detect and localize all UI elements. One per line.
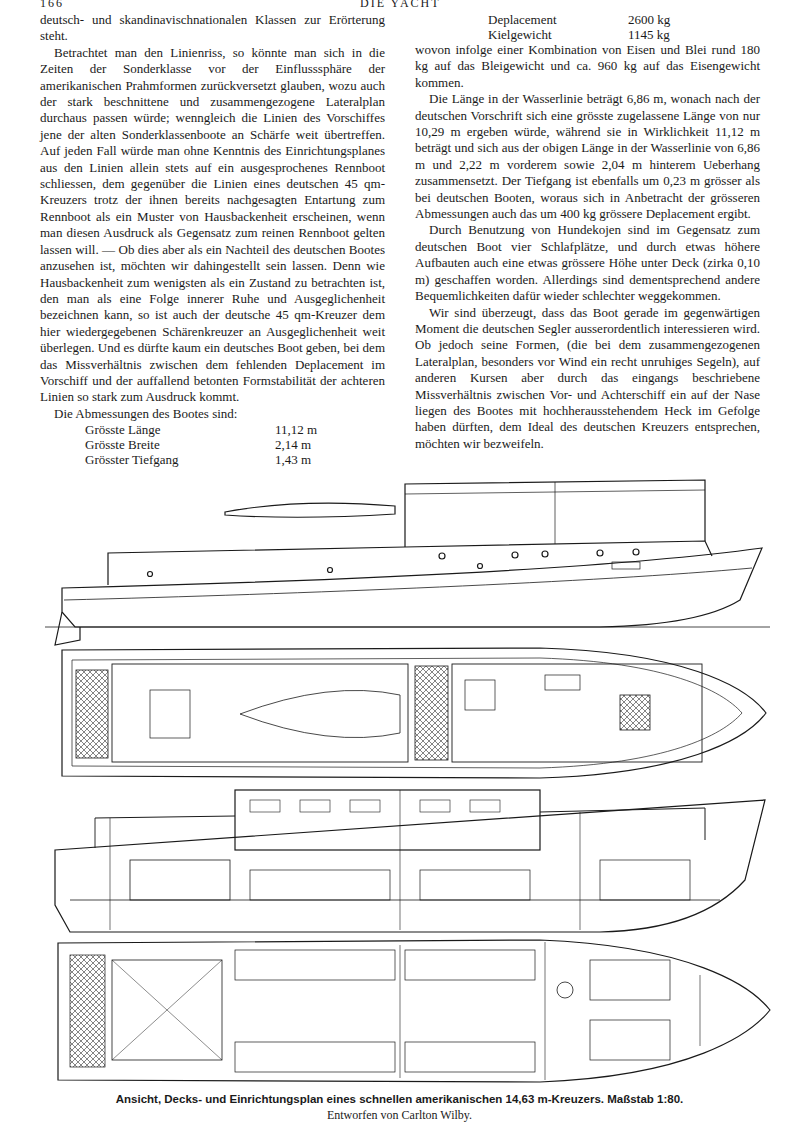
dimension-value: 2,14 m	[275, 437, 311, 452]
drawing-line	[633, 549, 639, 555]
drawing-line	[55, 612, 80, 645]
drawing-line	[600, 860, 690, 900]
body-paragraph: Betrachtet man den Linienriss, so könnte…	[40, 45, 385, 406]
drawing-line	[597, 550, 603, 556]
drawing-line	[112, 960, 222, 1060]
body-paragraph: Wir sind überzeugt, dass das Boot gerade…	[415, 305, 760, 453]
drawing-line	[112, 664, 408, 762]
drawing-line	[612, 562, 640, 569]
drawing-line	[72, 658, 742, 768]
drawing-line	[465, 680, 495, 710]
dimension-value: 2600 kg	[628, 12, 670, 27]
body-paragraph: wovon infolge einer Kombination von Eise…	[415, 42, 760, 91]
drawing-line	[130, 860, 230, 900]
drawing-line	[470, 800, 500, 812]
body-paragraph: deutsch- und skandinavischnationalen Kla…	[40, 12, 385, 45]
drawing-line	[542, 551, 548, 557]
text-column: Deplacement 2600 kg Kielgewicht 1145 kgwovo…	[415, 12, 760, 452]
drawing-line	[620, 695, 650, 730]
drawing-line	[420, 870, 530, 900]
drawing-line	[555, 482, 556, 544]
drawing-line	[250, 800, 280, 812]
dimension-name: Grösster Tiefgang	[85, 452, 179, 467]
drawing-line	[76, 670, 108, 758]
drawing-line	[45, 627, 770, 628]
drawing-line	[405, 1042, 535, 1072]
drawing-line	[512, 552, 518, 558]
dimension-value: 1145 kg	[628, 27, 670, 42]
drawing-line	[590, 960, 670, 1000]
drawing-line	[557, 982, 573, 998]
drawing-line	[545, 675, 580, 690]
drawing-line	[590, 1020, 670, 1060]
deck-plan	[62, 648, 766, 778]
drawing-line	[225, 503, 395, 517]
drawing-line	[235, 790, 540, 850]
drawing-line	[235, 950, 395, 980]
drawing-line	[108, 541, 712, 585]
drawing-line	[350, 800, 380, 812]
page-header: 166 DIE YACHT	[0, 0, 799, 12]
dimension-row: Grösster Tiefgang 1,43 m	[40, 452, 385, 467]
drawing-line	[580, 812, 581, 930]
drawing-line	[148, 572, 153, 577]
drawing-line	[62, 548, 762, 627]
drawing-line	[405, 480, 705, 547]
drawing-line	[405, 950, 535, 980]
dimension-row: Grösste Breite 2,14 m	[40, 437, 385, 452]
dimension-name: Kielgewicht	[488, 27, 552, 42]
dimension-name: Deplacement	[488, 12, 557, 27]
drawing-line	[478, 564, 483, 569]
drawing-line	[439, 553, 445, 559]
profile-view	[45, 480, 770, 645]
dimension-row: Deplacement 2600 kg	[415, 12, 760, 27]
dimension-row: Kielgewicht 1145 kg	[415, 27, 760, 42]
dimension-row: Grösste Länge 11,12 m	[40, 422, 385, 437]
drawing-line	[420, 800, 450, 812]
text-column: deutsch- und skandinavischnationalen Kla…	[40, 12, 385, 467]
drawing-line	[545, 942, 546, 1080]
drawing-line	[240, 690, 400, 737]
drawing-line	[415, 666, 448, 760]
dimension-value: 11,12 m	[275, 422, 317, 437]
drawing-line	[55, 800, 765, 932]
drawing-line	[300, 800, 330, 812]
drawing-line	[150, 690, 190, 738]
page-number: 166	[40, 0, 64, 11]
dimension-name: Grösste Länge	[85, 422, 160, 437]
drawing-line	[400, 790, 401, 930]
drawing-line	[328, 568, 333, 573]
drawing-line	[700, 975, 701, 1046]
dimension-name: Grösste Breite	[85, 437, 160, 452]
drawing-line	[112, 960, 222, 1060]
inboard-profile	[55, 790, 765, 932]
drawing-line	[250, 870, 390, 900]
body-paragraph: Durch Benutzung von Hundekojen sind im G…	[415, 222, 760, 304]
drawing-line	[58, 940, 770, 1082]
drawing-line	[235, 1042, 395, 1072]
accommodation-plan	[58, 940, 770, 1082]
dimension-value: 1,43 m	[275, 452, 311, 467]
drawing-line	[64, 568, 752, 600]
drawing-line	[400, 945, 401, 1078]
drawing-line	[110, 818, 111, 930]
body-paragraph: Die Abmessungen des Bootes sind:	[40, 406, 385, 422]
body-paragraph: Die Länge in der Wasserlinie beträgt 6,8…	[415, 91, 760, 222]
magazine-title: DIE YACHT	[360, 0, 441, 11]
figure-caption: Ansicht, Decks- und Einrichtungsplan ein…	[0, 1092, 799, 1107]
drawing-line	[70, 955, 105, 1067]
caption-block: Ansicht, Decks- und Einrichtungsplan ein…	[0, 1092, 799, 1123]
drawing-line	[62, 648, 766, 778]
designer-credit: Entworfen von Carlton Wilby.	[0, 1107, 799, 1123]
drawing-line	[95, 818, 96, 848]
drawing-line	[452, 664, 702, 762]
